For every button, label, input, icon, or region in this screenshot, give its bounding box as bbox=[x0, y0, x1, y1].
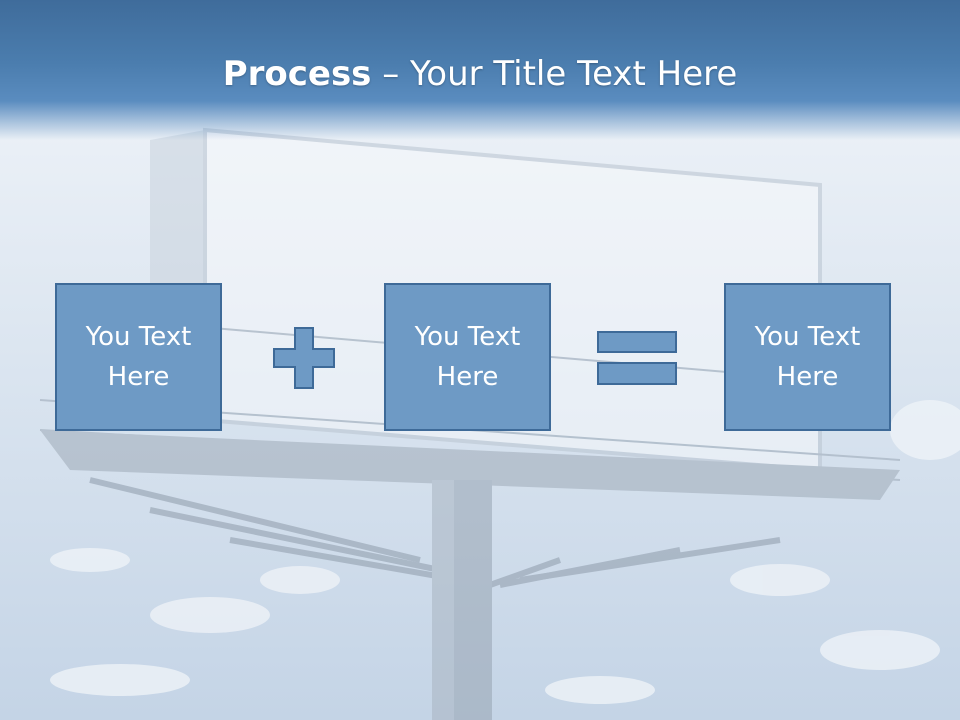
equals-icon bbox=[597, 331, 677, 385]
process-box-1[interactable]: You Text Here bbox=[55, 283, 222, 431]
plus-icon bbox=[273, 327, 335, 389]
process-box-2[interactable]: You Text Here bbox=[384, 283, 551, 431]
process-box-1-text: You Text Here bbox=[85, 322, 192, 392]
title-band bbox=[0, 0, 960, 140]
process-box-2-text: You Text Here bbox=[414, 322, 521, 392]
process-box-3-text: You Text Here bbox=[754, 322, 861, 392]
slide-title: Process – Your Title Text Here bbox=[0, 52, 960, 96]
process-box-3[interactable]: You Text Here bbox=[724, 283, 891, 431]
title-bold-part: Process bbox=[222, 54, 372, 94]
title-rest: – Your Title Text Here bbox=[371, 54, 738, 94]
